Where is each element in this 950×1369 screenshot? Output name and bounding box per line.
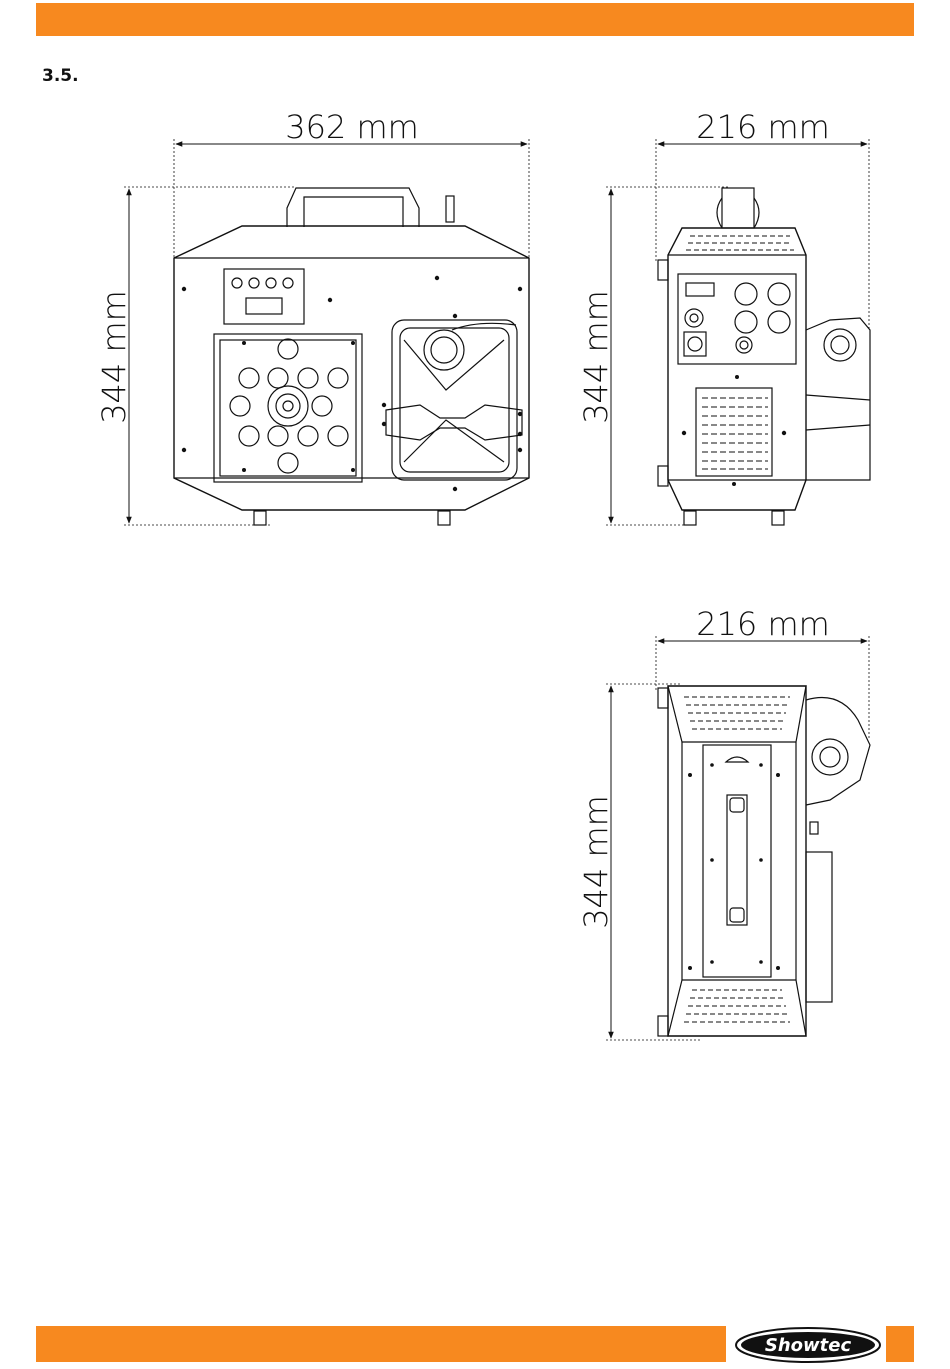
front-width-label: 362 mm <box>285 108 419 146</box>
side-height-label: 344 mm <box>577 290 615 424</box>
other-side-view <box>606 636 870 1040</box>
other-side-width-label: 216 mm <box>696 605 830 643</box>
showtec-logo: Showtec <box>733 1325 883 1365</box>
footer-accent-bar <box>36 1326 726 1362</box>
footer-accent-bar-right <box>886 1326 914 1362</box>
front-view <box>124 139 529 525</box>
front-height-label: 344 mm <box>95 290 133 424</box>
other-side-height-label: 344 mm <box>577 795 615 929</box>
side-width-label: 216 mm <box>696 108 830 146</box>
svg-text:Showtec: Showtec <box>765 1335 852 1356</box>
side-view <box>606 139 870 525</box>
